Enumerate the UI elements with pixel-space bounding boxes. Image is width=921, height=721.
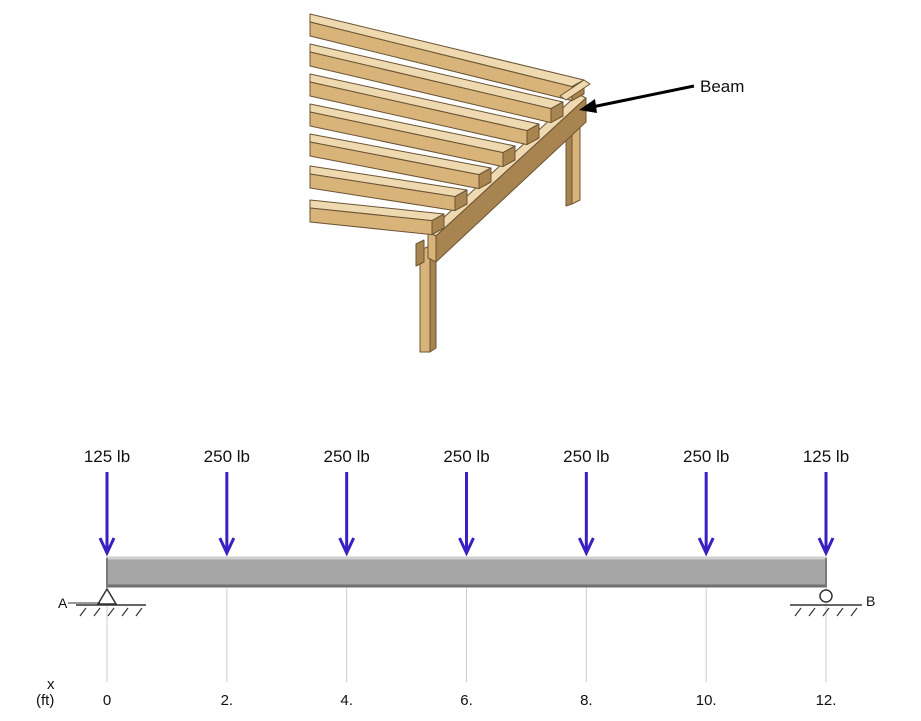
load-arrowhead-icon (697, 537, 715, 557)
load-arrowhead-icon (817, 537, 835, 557)
joist-end-face (431, 213, 445, 236)
hatch-mark (135, 607, 143, 617)
callout-label: Beam (700, 77, 744, 96)
joist-end-face (550, 101, 564, 124)
load-label: 125 lb (84, 447, 130, 466)
roller-support-icon (819, 589, 833, 603)
point-load: 250 lb (443, 447, 490, 557)
joist-end-face (478, 167, 492, 190)
callout-arrowhead-icon (579, 99, 597, 113)
load-label: 250 lb (324, 447, 370, 466)
support-a-pin: A (58, 587, 146, 617)
load-arrowhead-icon (338, 537, 356, 557)
hatch-mark (850, 607, 858, 617)
hatch-mark (79, 607, 87, 617)
joist-end-face (526, 123, 540, 146)
axis-variable-label: x (47, 676, 55, 693)
axis-tick-labels: 0 2. 4. 6. 8. 10. 12. (103, 692, 837, 709)
tick-label: 6. (460, 692, 473, 709)
hatch-mark (121, 607, 129, 617)
ground-hatch-a (79, 607, 143, 617)
point-load: 250 lb (683, 447, 729, 557)
load-arrowhead-icon (458, 537, 475, 557)
load-label: 250 lb (204, 447, 250, 466)
support-a-label: A (58, 595, 68, 611)
tick-label: 12. (816, 692, 837, 709)
hatch-mark (836, 607, 844, 617)
load-label: 250 lb (683, 447, 729, 466)
rim-cap (559, 79, 591, 101)
load-label: 250 lb (563, 447, 609, 466)
deck-illustration (309, 13, 591, 353)
beam-side-face (435, 97, 587, 263)
tick-label: 4. (340, 692, 353, 709)
beam-end-face (427, 231, 437, 263)
tick-label: 2. (221, 692, 234, 709)
point-loads: 125 lb 250 lb 250 lb 250 lb 250 lb 250 lb 125 … (84, 447, 849, 557)
tick-label: 8. (580, 692, 593, 709)
support-b-roller: B (790, 589, 875, 617)
load-arrowhead-icon (218, 537, 236, 557)
hatch-mark (808, 607, 816, 617)
pin-support-icon (96, 587, 118, 605)
hatch-mark (794, 607, 802, 617)
post-bracket (415, 239, 425, 267)
point-load: 125 lb (803, 447, 849, 557)
load-arrowhead-icon (577, 537, 595, 557)
station-guide-lines (106, 588, 827, 682)
beam-callout: Beam (579, 77, 744, 113)
tick-label: 0 (103, 692, 111, 709)
beam-diagram: 125 lb 250 lb 250 lb 250 lb 250 lb 250 lb 125 … (36, 447, 875, 709)
joist-end-face (502, 145, 516, 168)
joist-end-face (454, 189, 468, 212)
point-load: 250 lb (204, 447, 250, 557)
ground-hatch-b (794, 607, 858, 617)
hatch-mark (822, 607, 830, 617)
axis-unit-label: (ft) (36, 692, 54, 709)
load-label: 250 lb (443, 447, 489, 466)
load-arrowhead-icon (98, 537, 116, 557)
hatch-mark (93, 607, 101, 617)
tick-label: 10. (696, 692, 717, 709)
point-load: 250 lb (563, 447, 609, 557)
callout-arrow-line (591, 84, 695, 109)
load-label: 125 lb (803, 447, 849, 466)
hatch-mark (107, 607, 115, 617)
support-b-label: B (866, 593, 875, 609)
beam-body (106, 558, 827, 586)
point-load: 125 lb (84, 447, 130, 557)
point-load: 250 lb (324, 447, 370, 557)
